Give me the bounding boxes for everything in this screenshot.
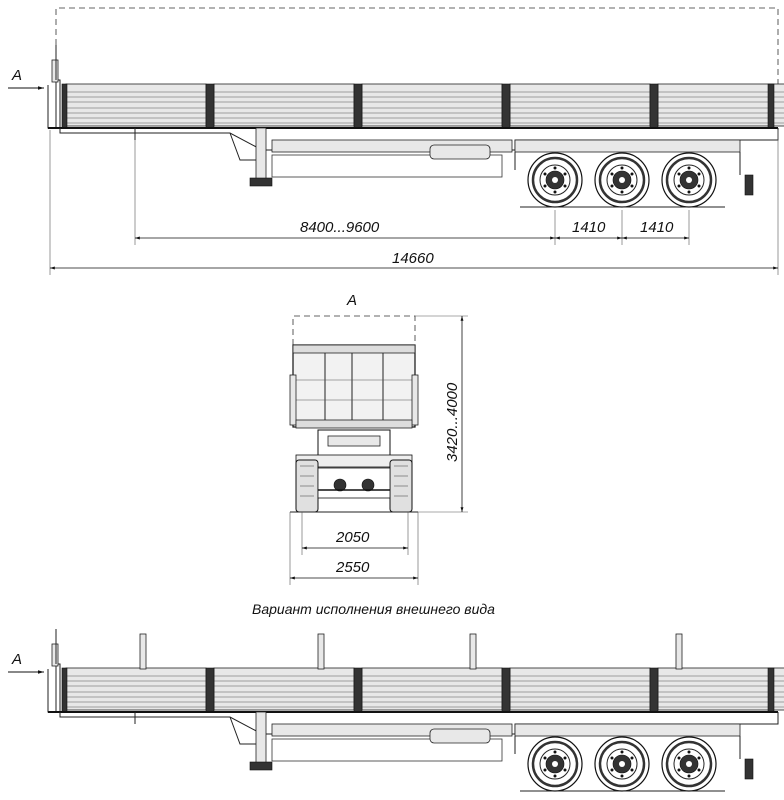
dim-wheelbase: 8400...9600 — [300, 219, 380, 236]
rear-view: A 342 — [289, 292, 468, 585]
dim-width: 2550 — [335, 559, 370, 576]
view-arrow-label-bottom: A — [11, 651, 22, 668]
side-view-top: A 8400...9600 1410 1410 14660 — [8, 7, 784, 275]
dim-total-length: 14660 — [392, 250, 434, 267]
dim-height: 3420...4000 — [444, 382, 461, 462]
height-outline — [55, 7, 779, 84]
side-view-bottom: A — [8, 629, 784, 791]
view-arrow-label: A — [11, 67, 22, 84]
rear-view-label: A — [346, 292, 357, 309]
dim-track: 2050 — [335, 529, 370, 546]
trailer-side-view — [48, 45, 784, 207]
trailer-side-view-variant — [48, 629, 784, 791]
dim-axle-1: 1410 — [572, 219, 606, 236]
variant-caption: Вариант исполнения внешнего вида — [252, 601, 495, 617]
dim-axle-2: 1410 — [640, 219, 674, 236]
rear-body — [292, 344, 416, 428]
